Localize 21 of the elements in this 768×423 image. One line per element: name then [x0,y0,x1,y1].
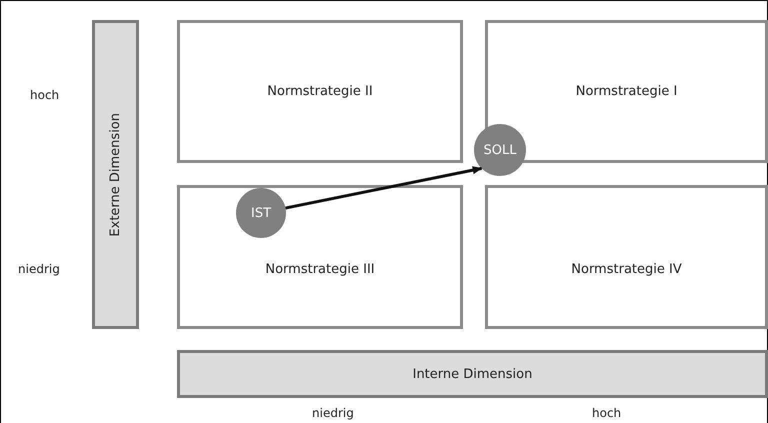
axis-level-label: niedrig [312,406,354,420]
axis-level-label: hoch [592,406,622,420]
axis-bar [177,350,768,398]
target-circle [474,124,526,176]
axis-level-label: niedrig [18,262,60,276]
axis-level-label: hoch [30,88,60,102]
quadrant-box [177,20,463,163]
quadrant-label: Normstrategie II [267,84,373,99]
quadrant-label: Normstrategie III [265,262,375,276]
current-circle [236,188,286,238]
axis-bar [92,20,139,329]
arrow [285,166,483,210]
quadrant-box [485,20,768,163]
quadrant-label: Normstrategie IV [571,262,682,276]
quadrant-box [485,185,768,329]
quadrant-box [177,185,463,329]
state-label: IST [250,206,272,220]
axis-title: Externe Dimension [108,112,123,236]
quadrant-label: Normstrategie I [576,84,678,99]
state-label: SOLL [484,142,516,158]
axis-title: Interne Dimension [412,366,532,382]
